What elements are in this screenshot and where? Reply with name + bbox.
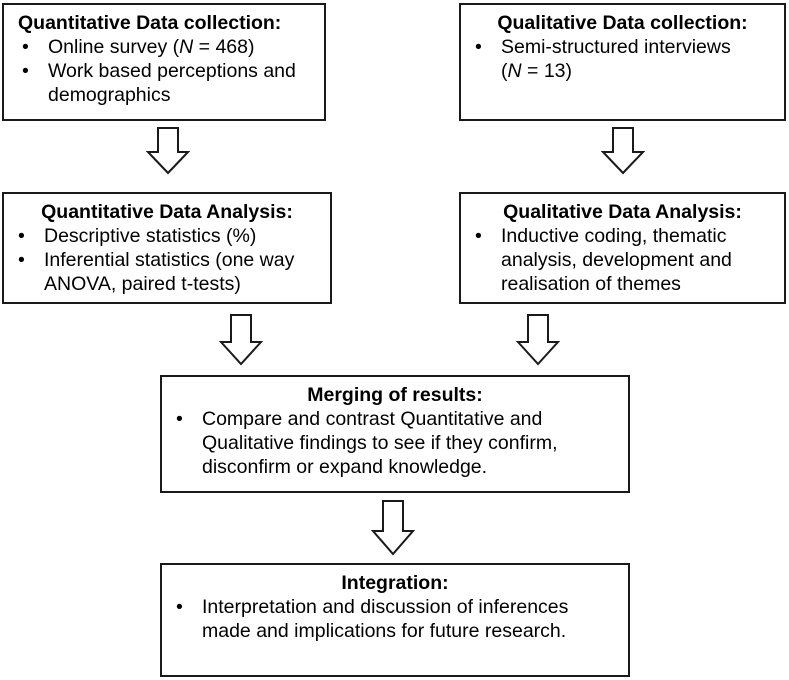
bullet-icon: • <box>176 408 183 430</box>
arrow-down-icon <box>219 314 263 366</box>
item-text: Inductive coding, thematic analysis, dev… <box>501 225 732 295</box>
bullet-icon: • <box>18 249 25 271</box>
box-title: Quantitative Data Analysis: <box>41 201 293 223</box>
bullet-list: • Semi-structured interviews (N = 13) <box>471 35 774 83</box>
item-text: Work based perceptions and demographics <box>48 60 296 106</box>
box-qualitative-data-analysis: Qualitative Data Analysis: • Inductive co… <box>459 192 786 304</box>
box-title: Quantitative Data collection: <box>18 12 282 34</box>
bullet-list: • Interpretation and discussion of infere… <box>172 595 618 643</box>
item-text: Online survey ( <box>48 36 180 58</box>
list-item: • Compare and contrast Quantitative and Q… <box>172 407 618 479</box>
bullet-icon: • <box>176 596 183 618</box>
bullet-icon: • <box>18 225 25 247</box>
item-text: Descriptive statistics (%) <box>44 225 257 247</box>
item-text: Inferential statistics (one way ANOVA, p… <box>44 249 295 295</box>
bullet-list: • Descriptive statistics (%) • Inferential… <box>14 224 320 296</box>
arrow-down-icon <box>516 314 560 366</box>
item-text-after: = 468) <box>193 36 255 58</box>
item-text: Semi-structured interviews ( <box>501 36 731 82</box>
list-item: • Interpretation and discussion of infere… <box>172 595 618 643</box>
bullet-list: • Compare and contrast Quantitative and Q… <box>172 407 618 479</box>
arrow-down-icon <box>146 127 190 175</box>
arrow-down-icon <box>371 500 415 556</box>
box-integration: Integration: • Interpretation and discuss… <box>160 563 630 677</box>
list-item: • Inferential statistics (one way ANOVA, … <box>14 248 320 296</box>
bullet-icon: • <box>22 36 29 58</box>
box-title: Qualitative Data collection: <box>497 12 748 34</box>
box-title: Merging of results: <box>307 384 483 406</box>
bullet-list: • Online survey (N = 468) • Work based per… <box>18 35 314 107</box>
item-text-after: = 13) <box>521 60 573 82</box>
bullet-list: • Inductive coding, thematic analysis, de… <box>471 224 774 296</box>
box-title: Integration: <box>341 572 449 594</box>
list-item: • Descriptive statistics (%) <box>14 224 320 248</box>
box-quantitative-data-collection: Quantitative Data collection: • Online su… <box>2 3 326 121</box>
list-item: • Work based perceptions and demographics <box>18 59 314 107</box>
item-text-italic: N <box>179 36 194 58</box>
list-item: • Online survey (N = 468) <box>18 35 314 59</box>
arrow-down-icon <box>601 127 645 175</box>
box-quantitative-data-analysis: Quantitative Data Analysis: • Descriptive… <box>2 192 332 304</box>
bullet-icon: • <box>475 225 482 247</box>
box-merging-of-results: Merging of results: • Compare and contras… <box>160 375 630 493</box>
box-title: Qualitative Data Analysis: <box>503 201 742 223</box>
bullet-icon: • <box>475 36 482 58</box>
item-text: Interpretation and discussion of inferen… <box>202 596 569 642</box>
bullet-icon: • <box>22 60 29 82</box>
item-text: Compare and contrast Quantitative and Qu… <box>202 408 558 478</box>
box-qualitative-data-collection: Qualitative Data collection: • Semi-struc… <box>459 3 786 121</box>
list-item: • Semi-structured interviews (N = 13) <box>471 35 774 83</box>
list-item: • Inductive coding, thematic analysis, de… <box>471 224 774 296</box>
item-text-italic: N <box>507 60 522 82</box>
